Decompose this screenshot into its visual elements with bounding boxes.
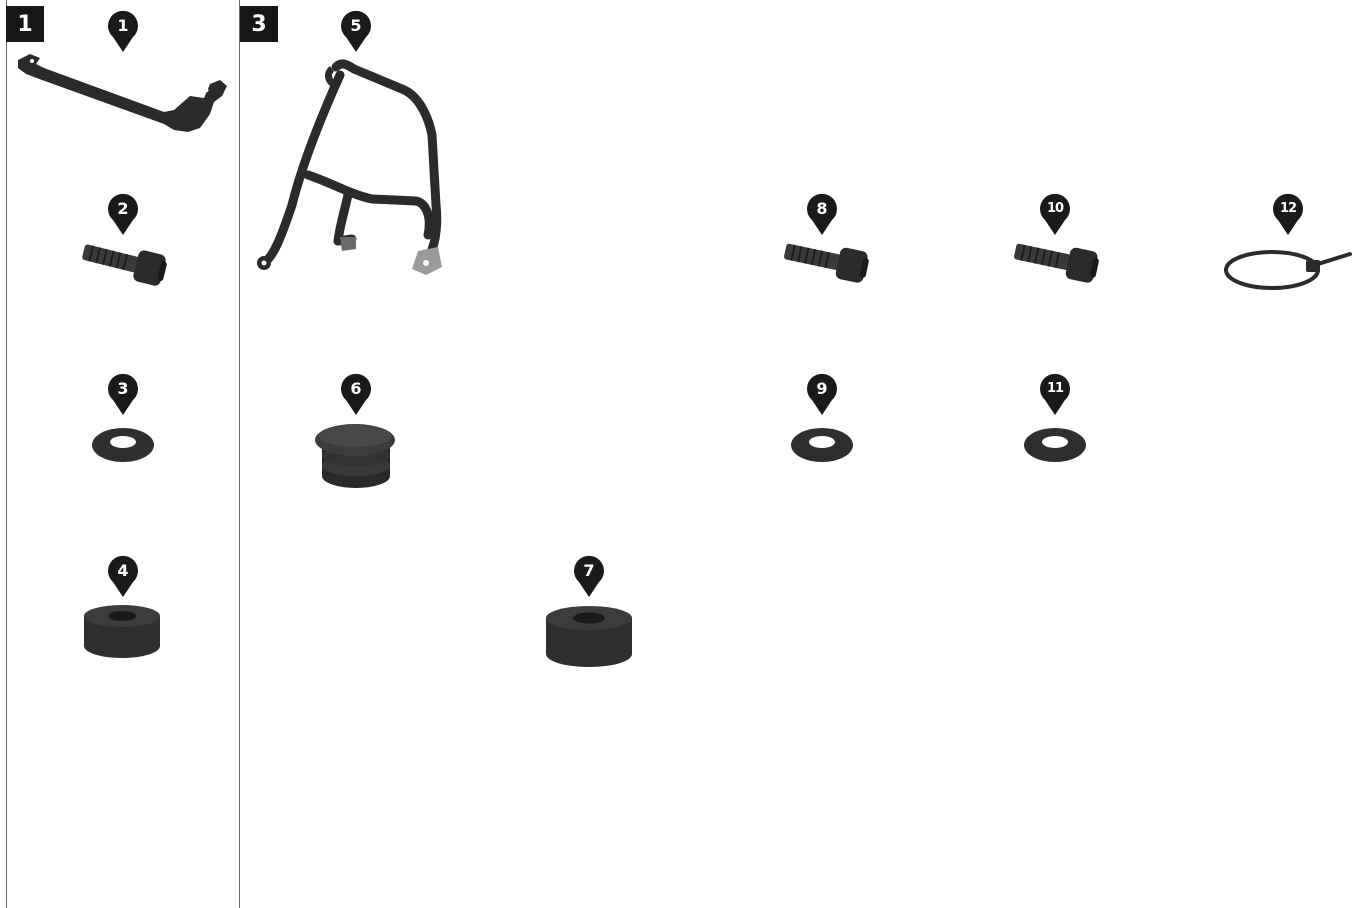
- socket-screw-icon: [1012, 236, 1102, 286]
- part-7-marker: 7: [572, 555, 606, 599]
- part-1-number: 1: [106, 13, 140, 39]
- part-1-marker: 1: [106, 10, 140, 54]
- mounting-bracket-icon: [14, 50, 230, 140]
- part-11-marker: 11: [1038, 373, 1072, 417]
- cable-tie-icon: [1222, 236, 1354, 296]
- part-3-marker: 3: [106, 373, 140, 417]
- part-6-marker: 6: [339, 373, 373, 417]
- column-divider-middle: [239, 0, 240, 908]
- part-12-marker: 12: [1271, 193, 1305, 237]
- washer-icon: [789, 425, 855, 465]
- part-5-marker: 5: [339, 10, 373, 54]
- step-3-box: 3: [240, 6, 278, 42]
- part-9-number: 9: [805, 376, 839, 402]
- washer-icon: [90, 425, 156, 465]
- part-9-marker: 9: [805, 373, 839, 417]
- part-2-marker: 2: [106, 193, 140, 237]
- part-12-number: 12: [1271, 196, 1305, 222]
- part-5-number: 5: [339, 13, 373, 39]
- end-cap-plug-icon: [312, 420, 398, 492]
- step-1-box: 1: [6, 6, 44, 42]
- spacer-icon: [82, 602, 162, 662]
- socket-screw-icon: [80, 238, 170, 288]
- part-11-number: 11: [1038, 376, 1072, 402]
- part-10-marker: 10: [1038, 193, 1072, 237]
- part-3-number: 3: [106, 376, 140, 402]
- part-4-number: 4: [106, 558, 140, 584]
- spacer-icon: [544, 604, 634, 670]
- part-8-number: 8: [805, 196, 839, 222]
- part-8-marker: 8: [805, 193, 839, 237]
- part-6-number: 6: [339, 376, 373, 402]
- washer-icon: [1022, 425, 1088, 465]
- socket-screw-icon: [782, 236, 872, 286]
- part-7-number: 7: [572, 558, 606, 584]
- part-10-number: 10: [1038, 196, 1072, 222]
- part-4-marker: 4: [106, 555, 140, 599]
- part-2-number: 2: [106, 196, 140, 222]
- column-divider-left: [6, 0, 7, 908]
- crash-bar-frame-icon: [252, 55, 457, 283]
